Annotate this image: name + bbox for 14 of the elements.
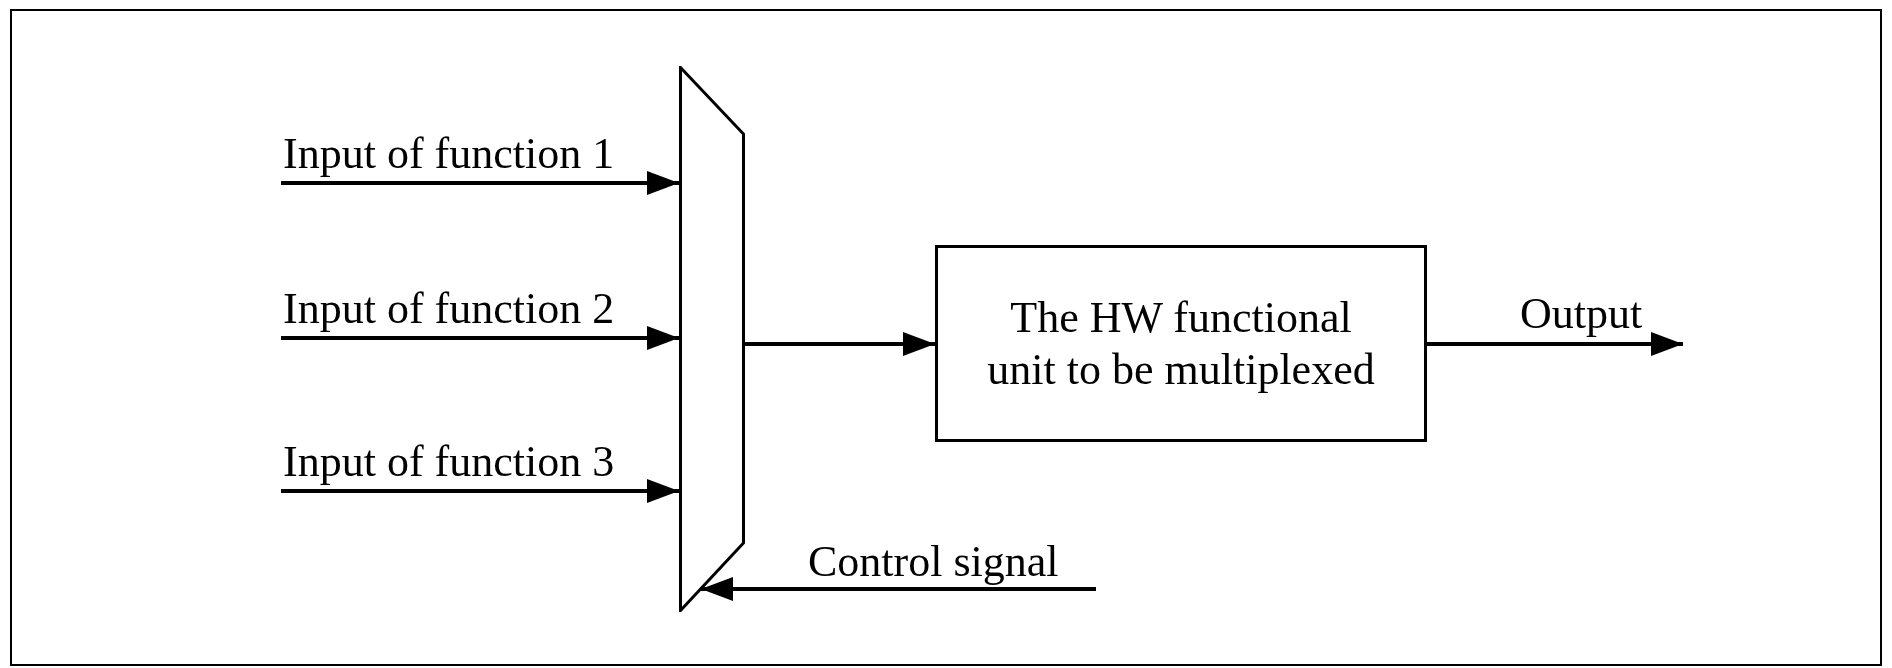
signal-label: Input of function 3 [283,438,615,486]
arrow [281,326,679,350]
signal-label: Control signal [808,538,1059,586]
process-box [935,245,1427,442]
box-text: The HW functional unit to be multiplexed [986,291,1376,396]
multiplexer-symbol [679,66,745,612]
signal-label: Input of function 1 [283,130,615,178]
arrow [701,577,1096,601]
arrow [281,171,679,195]
arrow [281,479,679,503]
signal-label: Input of function 2 [283,285,615,333]
signal-label: Output [1520,290,1643,338]
arrow [745,332,935,356]
arrow [1427,332,1683,356]
